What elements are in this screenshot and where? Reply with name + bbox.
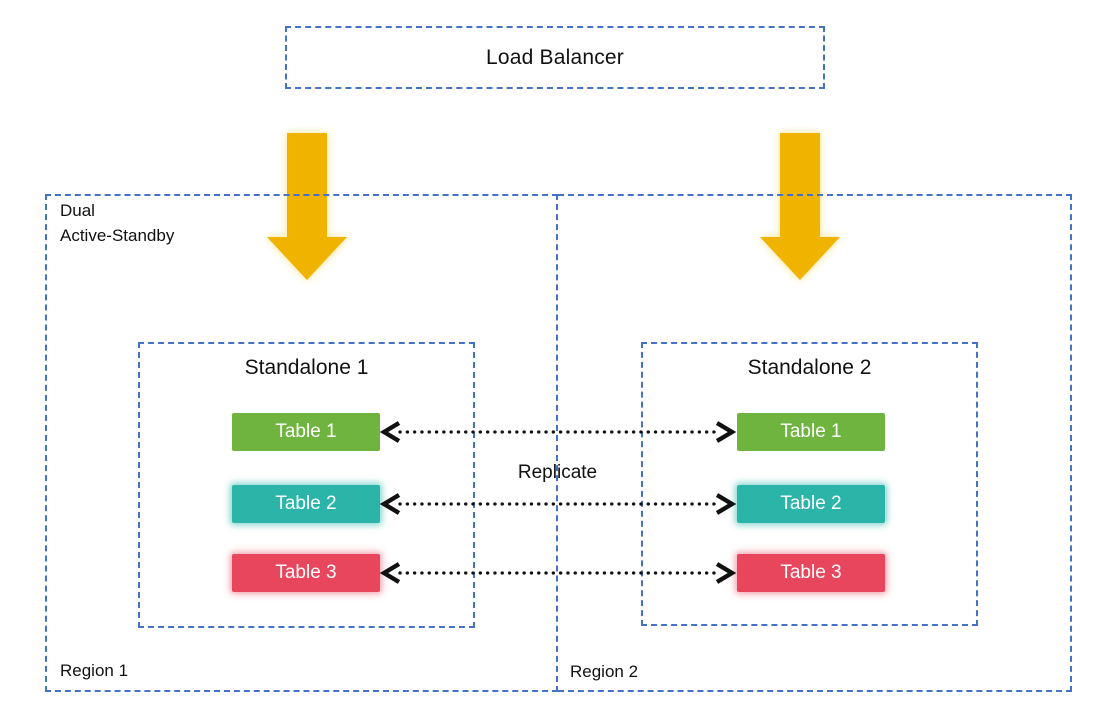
standalone-1-table-3: Table 3 xyxy=(232,554,380,592)
replicate-arrow-table-1 xyxy=(379,421,737,443)
region-2-box xyxy=(558,194,1072,692)
replicate-arrow-table-3 xyxy=(379,562,737,584)
standalone-2-table-1: Table 1 xyxy=(737,413,885,451)
down-arrow-icon-left xyxy=(267,133,347,280)
standalone-1-box: Standalone 1 xyxy=(138,342,475,628)
load-balancer-box: Load Balancer xyxy=(285,26,825,89)
down-arrow-icon-right xyxy=(760,133,840,280)
replicate-arrows xyxy=(379,421,737,584)
standalone-1-table-1: Table 1 xyxy=(232,413,380,451)
note-line-2: Active-Standby xyxy=(60,226,175,245)
standalone-2-table-3: Table 3 xyxy=(737,554,885,592)
standalone-2-title: Standalone 2 xyxy=(747,356,872,379)
standalone-1-table-2: Table 2 xyxy=(232,485,380,523)
standalone-2-box: Standalone 2 xyxy=(641,342,978,626)
standalone-2-table-2: Table 2 xyxy=(737,485,885,523)
region-2-label: Region 2 xyxy=(570,662,639,681)
load-balancer-label: Load Balancer xyxy=(485,45,625,69)
standalone-1-title: Standalone 1 xyxy=(244,356,369,379)
region-1-label: Region 1 xyxy=(60,661,129,680)
dual-active-standby-note: Dual Active-Standby xyxy=(60,198,174,248)
region-1-box xyxy=(45,194,558,692)
replicate-label: Replicate xyxy=(517,462,598,483)
replicate-arrow-table-2 xyxy=(379,493,737,515)
note-line-1: Dual xyxy=(60,201,95,220)
